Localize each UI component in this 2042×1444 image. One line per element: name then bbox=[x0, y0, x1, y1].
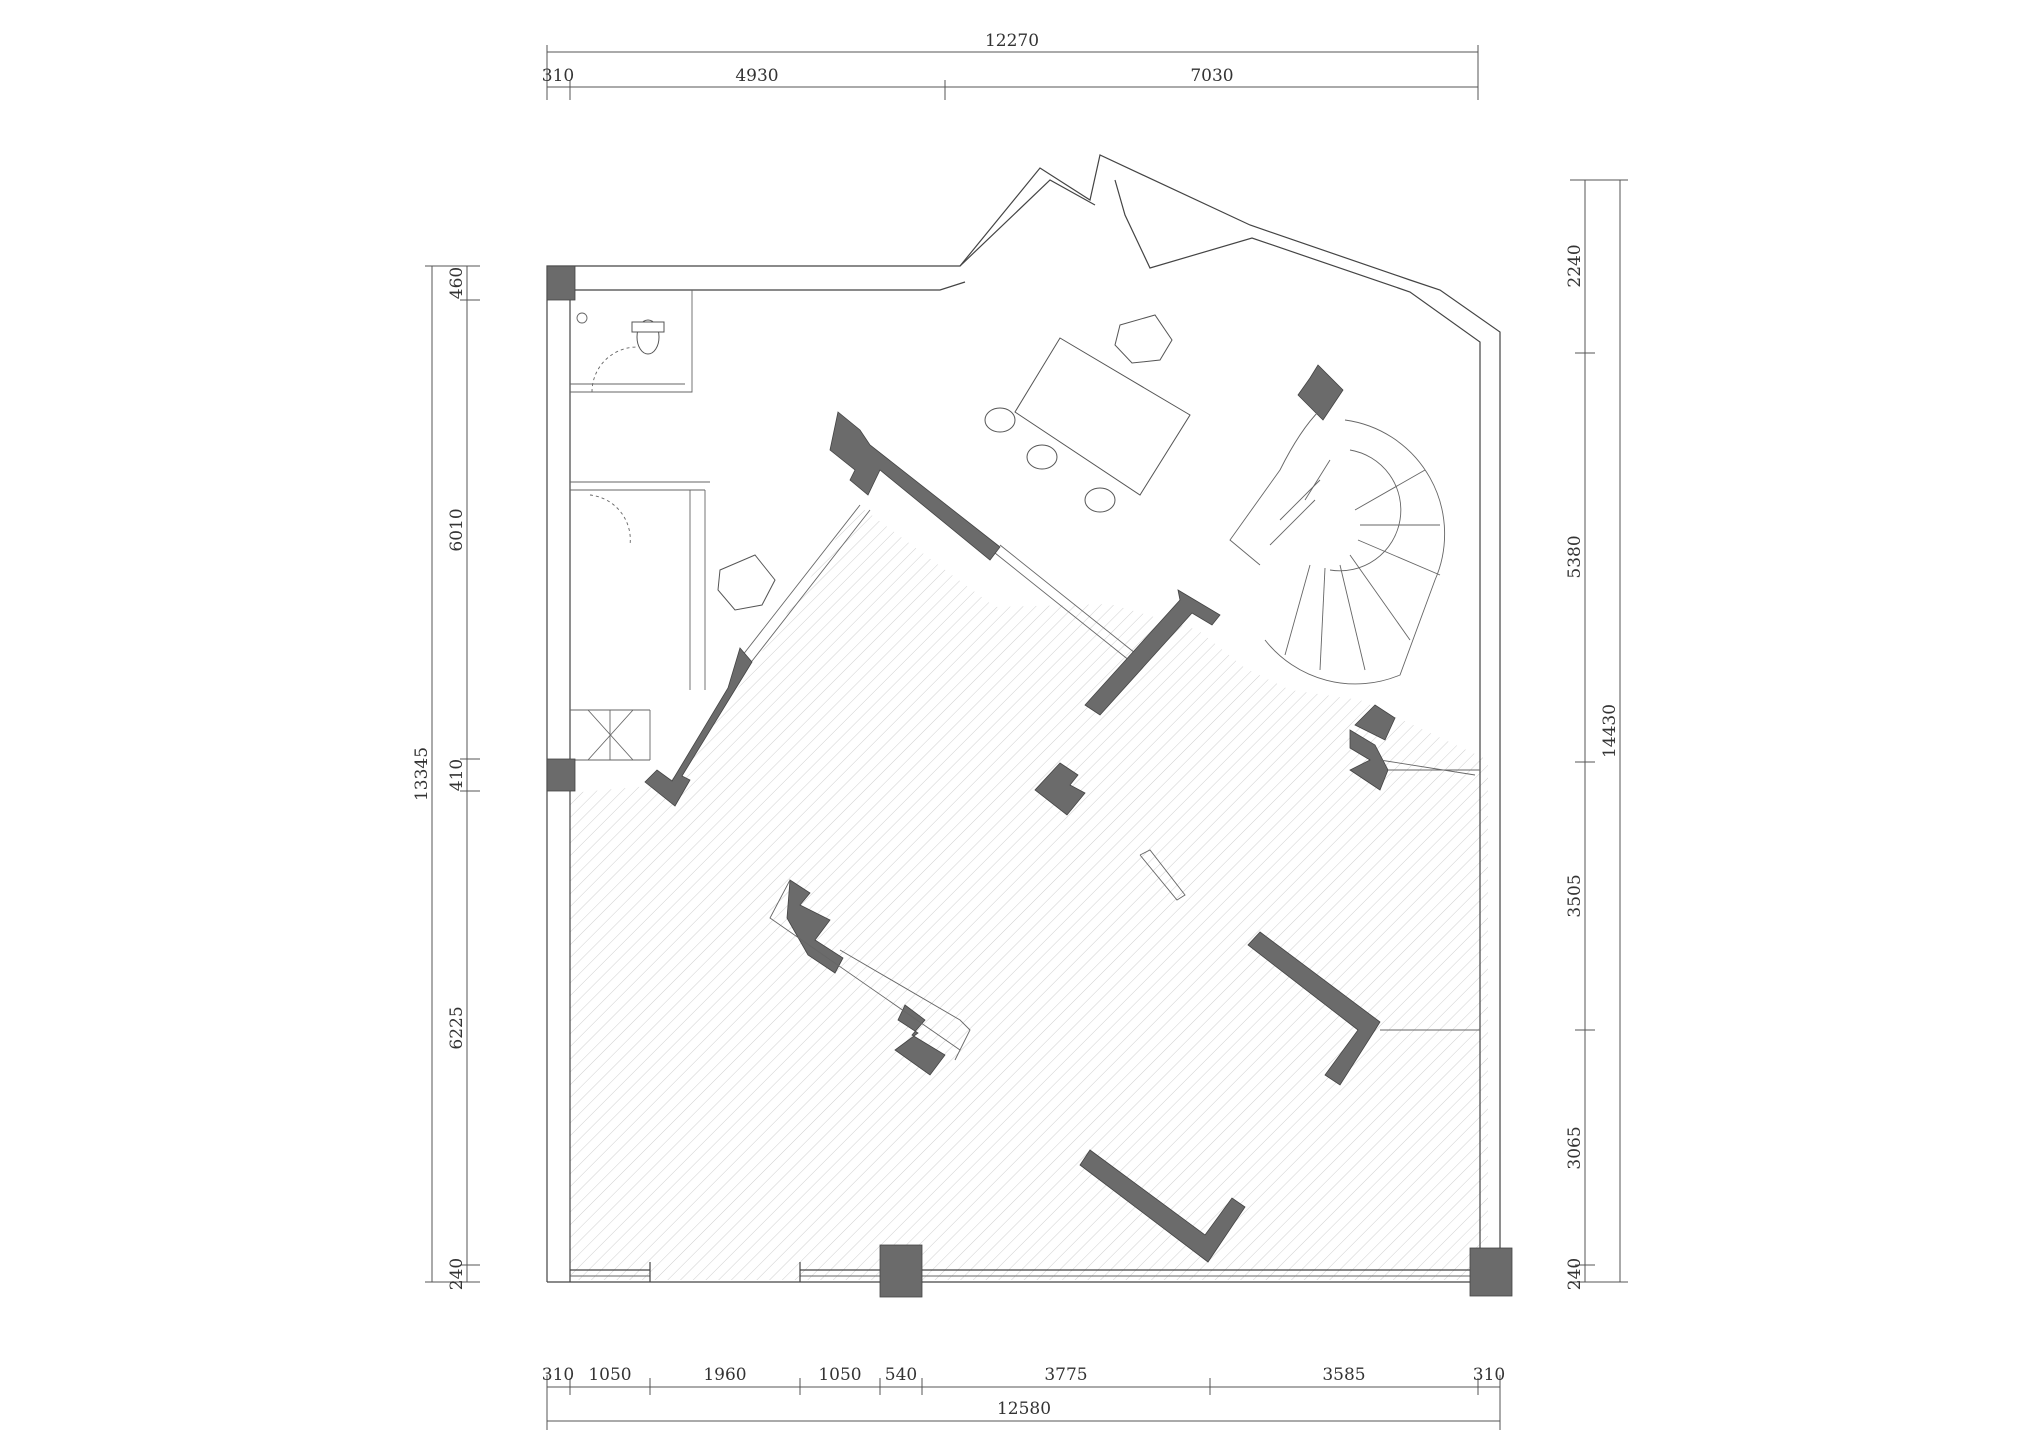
dim-left-segment: 410 bbox=[447, 759, 467, 791]
dim-bottom-segment: 310 bbox=[1473, 1365, 1505, 1385]
column bbox=[546, 758, 576, 792]
dim-right-segment: 3065 bbox=[1565, 1126, 1585, 1169]
column bbox=[1034, 762, 1086, 816]
dim-bottom-segment: 3585 bbox=[1322, 1365, 1365, 1385]
chair-icon bbox=[984, 407, 1016, 433]
chair-icon bbox=[1084, 487, 1116, 513]
dim-bottom-segment: 310 bbox=[542, 1365, 574, 1385]
dim-left-segment: 240 bbox=[447, 1258, 467, 1290]
dim-top-segment: 310 bbox=[542, 66, 574, 86]
dim-bottom-segment: 1050 bbox=[818, 1365, 861, 1385]
column bbox=[894, 1004, 946, 1076]
spiral-staircase bbox=[1229, 409, 1446, 685]
dim-bottom-overall: 12580 bbox=[997, 1399, 1051, 1419]
dim-right-segment: 5380 bbox=[1565, 535, 1585, 578]
floor-drain-icon bbox=[576, 312, 588, 324]
column bbox=[1247, 931, 1381, 1086]
dim-right-overall: 14430 bbox=[1600, 704, 1620, 758]
armchair-icon bbox=[717, 554, 776, 611]
office-desk bbox=[1014, 337, 1191, 496]
column bbox=[1079, 1149, 1246, 1263]
floor-hatch-area bbox=[570, 505, 1488, 1280]
dimension-labels: 12270 310 4930 7030 310 1050 1960 1050 5… bbox=[412, 31, 1620, 1419]
column bbox=[546, 265, 576, 301]
dim-top-segment: 4930 bbox=[735, 66, 778, 86]
column bbox=[879, 1244, 923, 1298]
dim-left-segment: 6225 bbox=[447, 1006, 467, 1049]
column bbox=[1084, 589, 1221, 716]
dim-bottom-segment: 540 bbox=[885, 1365, 917, 1385]
dim-right-segment: 3505 bbox=[1565, 874, 1585, 917]
dim-bottom-segment: 1050 bbox=[588, 1365, 631, 1385]
dim-left-segment: 460 bbox=[447, 267, 467, 299]
dim-right-segment: 2240 bbox=[1565, 244, 1585, 287]
dim-bottom-segment: 3775 bbox=[1044, 1365, 1087, 1385]
column bbox=[1469, 1247, 1513, 1297]
dim-top-overall: 12270 bbox=[985, 31, 1039, 51]
pier-outlines bbox=[769, 759, 1476, 1061]
column bbox=[1354, 704, 1396, 741]
column bbox=[644, 647, 753, 807]
furniture bbox=[717, 314, 1191, 611]
dim-bottom-segment: 1960 bbox=[703, 1365, 746, 1385]
column bbox=[1349, 729, 1389, 791]
dim-left-segment: 6010 bbox=[447, 508, 467, 551]
dimension-lines bbox=[425, 45, 1628, 1430]
column bbox=[1297, 364, 1344, 421]
chair-icon bbox=[1026, 444, 1058, 470]
armchair-icon bbox=[1114, 314, 1173, 364]
column bbox=[829, 411, 1001, 561]
interior-partitions bbox=[570, 290, 1480, 1031]
structural-columns bbox=[546, 265, 1513, 1298]
restroom bbox=[576, 312, 665, 546]
dim-right-segment: 240 bbox=[1565, 1258, 1585, 1290]
column bbox=[786, 879, 844, 974]
dim-left-overall: 13345 bbox=[412, 747, 432, 801]
dim-top-segment: 7030 bbox=[1190, 66, 1233, 86]
